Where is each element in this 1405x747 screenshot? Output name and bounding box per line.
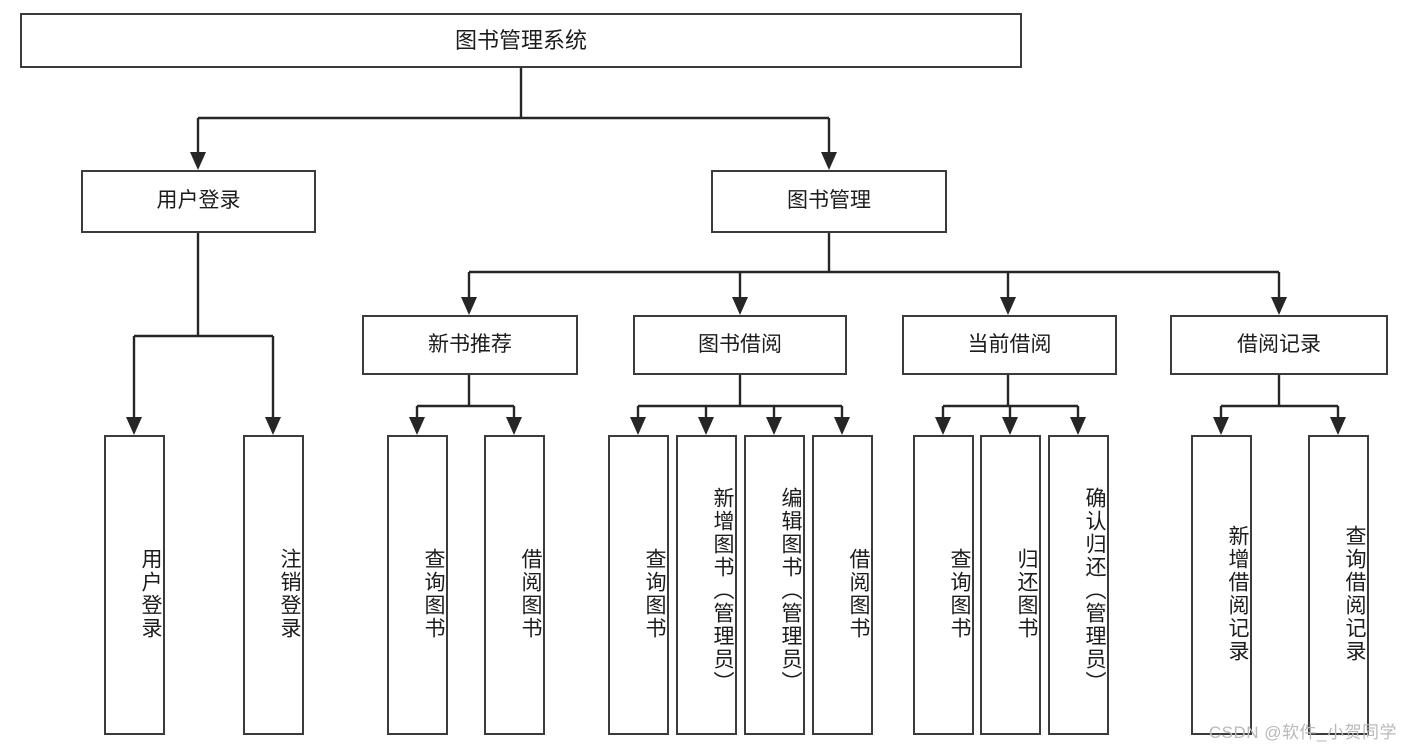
arrow-current-borrow <box>1000 297 1016 315</box>
arrow-bookborrow-leaf-1 <box>630 417 646 435</box>
node-current-borrow[interactable]: 当前借阅 <box>902 315 1117 375</box>
leaf-label: 新增图书（管理员） <box>711 486 734 694</box>
leaf-label: 查询图书 <box>948 548 971 640</box>
leaf-label: 用户登录 <box>139 548 162 640</box>
arrow-userlogin-leaf-2 <box>265 417 281 435</box>
node-current-borrow-label: 当前借阅 <box>967 332 1052 356</box>
leaf-label: 注销登录 <box>278 548 301 640</box>
arrow-bookborrow-leaf-2 <box>698 417 714 435</box>
arrow-book-manage <box>821 152 837 170</box>
node-new-book-recommend-label: 新书推荐 <box>428 332 512 356</box>
arrow-borrowrecord-leaf-1 <box>1213 417 1229 435</box>
node-new-book-recommend[interactable]: 新书推荐 <box>362 315 578 375</box>
leaf-book-borrow-add[interactable]: 新增图书（管理员） <box>676 435 737 735</box>
leaf-current-borrow-return[interactable]: 归还图书 <box>980 435 1041 735</box>
arrow-user-login <box>190 152 206 170</box>
node-book-borrow-label: 图书借阅 <box>698 332 782 356</box>
node-user-login[interactable]: 用户登录 <box>81 170 316 233</box>
leaf-label: 编辑图书（管理员） <box>779 486 802 694</box>
leaf-label: 借阅图书 <box>519 548 542 640</box>
leaf-user-login-logout[interactable]: 注销登录 <box>243 435 304 735</box>
arrow-userlogin-leaf-1 <box>126 417 142 435</box>
arrow-currentborrow-leaf-2 <box>1002 417 1018 435</box>
arrow-bookborrow-leaf-3 <box>766 417 782 435</box>
node-user-login-label: 用户登录 <box>156 189 241 213</box>
arrow-currentborrow-leaf-3 <box>1070 417 1086 435</box>
node-borrow-record[interactable]: 借阅记录 <box>1170 315 1388 375</box>
arrow-newbook-leaf-1 <box>409 417 425 435</box>
node-borrow-record-label: 借阅记录 <box>1237 332 1321 356</box>
leaf-label: 借阅图书 <box>847 548 870 640</box>
node-book-manage[interactable]: 图书管理 <box>711 170 947 233</box>
leaf-borrow-record-query[interactable]: 查询借阅记录 <box>1308 435 1369 735</box>
arrow-borrow-record <box>1271 297 1287 315</box>
leaf-new-book-borrow[interactable]: 借阅图书 <box>484 435 545 735</box>
leaf-label: 归还图书 <box>1015 548 1038 640</box>
leaf-label: 确认归还（管理员） <box>1083 486 1106 694</box>
arrow-currentborrow-leaf-1 <box>935 417 951 435</box>
arrow-book-borrow <box>732 297 748 315</box>
leaf-borrow-record-add[interactable]: 新增借阅记录 <box>1191 435 1252 735</box>
leaf-book-borrow-edit[interactable]: 编辑图书（管理员） <box>744 435 805 735</box>
leaf-new-book-query[interactable]: 查询图书 <box>387 435 448 735</box>
leaf-current-borrow-confirm-return[interactable]: 确认归还（管理员） <box>1048 435 1109 735</box>
leaf-label: 新增借阅记录 <box>1226 525 1249 663</box>
arrow-new-book <box>461 297 477 315</box>
leaf-label: 查询图书 <box>422 548 445 640</box>
leaf-current-borrow-query[interactable]: 查询图书 <box>913 435 974 735</box>
leaf-label: 查询图书 <box>643 548 666 640</box>
leaf-user-login-login[interactable]: 用户登录 <box>104 435 165 735</box>
node-root[interactable]: 图书管理系统 <box>20 13 1022 68</box>
arrow-newbook-leaf-2 <box>506 417 522 435</box>
node-root-label: 图书管理系统 <box>454 27 587 53</box>
node-book-manage-label: 图书管理 <box>787 189 871 213</box>
leaf-book-borrow-query[interactable]: 查询图书 <box>608 435 669 735</box>
node-book-borrow[interactable]: 图书借阅 <box>633 315 847 375</box>
leaf-book-borrow-borrow[interactable]: 借阅图书 <box>812 435 873 735</box>
arrow-bookborrow-leaf-4 <box>834 417 850 435</box>
arrow-borrowrecord-leaf-2 <box>1330 417 1346 435</box>
leaf-label: 查询借阅记录 <box>1343 525 1366 663</box>
watermark: CSDN @软件_小贺同学 <box>1208 723 1397 742</box>
